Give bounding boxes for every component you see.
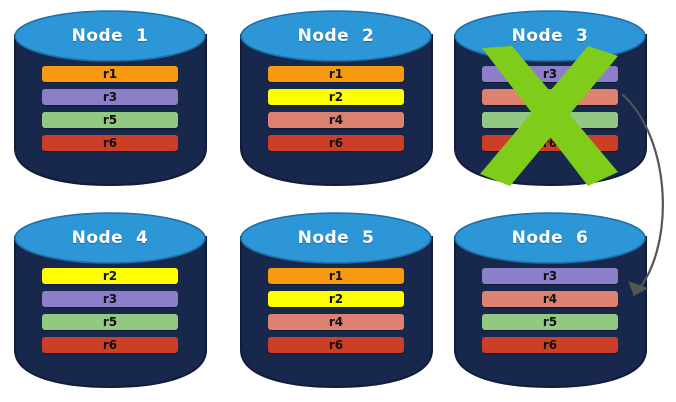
replica-label: r2 [328,292,344,306]
replica-label: r6 [328,338,344,352]
replica-stripe[interactable]: r2 [42,268,178,284]
replica-label: r6 [102,136,118,150]
replica-stripe-list: r2 r3 r5 r6 [12,268,208,360]
replica-label: r1 [328,269,344,283]
replica-stripe-list: r1 r2 r4 r6 [238,66,434,158]
replica-label: r3 [102,90,118,104]
replica-stripe-list: r1 r2 r4 r6 [238,268,434,360]
cylinder-top-ellipse [240,10,432,62]
replica-stripe[interactable]: r6 [482,135,618,151]
replica-stripe[interactable]: r5 [42,112,178,128]
replica-stripe-list: r3 r4 r5 r6 [452,268,648,360]
replica-stripe[interactable]: r4 [482,89,618,105]
cylinder-top-ellipse [454,212,646,264]
replica-stripe[interactable]: r6 [42,135,178,151]
replica-stripe[interactable]: r4 [268,112,404,128]
replica-stripe[interactable]: r3 [42,89,178,105]
replica-stripe[interactable]: r3 [482,268,618,284]
cylinder-top-ellipse [14,212,206,264]
replica-stripe[interactable]: r4 [268,314,404,330]
replica-label: r3 [542,67,558,81]
replica-stripe[interactable]: r1 [268,66,404,82]
replica-label: r1 [328,67,344,81]
replica-stripe[interactable]: r6 [268,135,404,151]
replica-label: r5 [102,315,118,329]
replica-label: r4 [542,90,558,104]
replica-label: r5 [542,113,558,127]
replica-label: r6 [542,338,558,352]
replica-stripe[interactable]: r6 [268,337,404,353]
replica-label: r6 [102,338,118,352]
replica-stripe[interactable]: r2 [268,89,404,105]
replica-label: r3 [542,269,558,283]
replica-stripe[interactable]: r3 [42,291,178,307]
replica-label: r4 [542,292,558,306]
replica-stripe-list: r3 r4 r5 r6 [452,66,648,158]
replica-label: r5 [542,315,558,329]
replica-stripe[interactable]: r4 [482,291,618,307]
replica-stripe[interactable]: r5 [482,112,618,128]
replica-label: r5 [102,113,118,127]
replica-label: r2 [328,90,344,104]
replica-stripe[interactable]: r2 [268,291,404,307]
cylinder-top-ellipse [14,10,206,62]
replica-stripe[interactable]: r5 [482,314,618,330]
replica-stripe[interactable]: r6 [482,337,618,353]
replica-stripe[interactable]: r1 [42,66,178,82]
replica-stripe[interactable]: r1 [268,268,404,284]
replica-stripe[interactable]: r6 [42,337,178,353]
replica-label: r3 [102,292,118,306]
replica-label: r4 [328,113,344,127]
replica-stripe[interactable]: r5 [42,314,178,330]
replica-label: r2 [102,269,118,283]
replica-stripe-list: r1 r3 r5 r6 [12,66,208,158]
replica-label: r1 [102,67,118,81]
replica-label: r4 [328,315,344,329]
replica-stripe[interactable]: r3 [482,66,618,82]
cylinder-top-ellipse [454,10,646,62]
replica-label: r6 [542,136,558,150]
replica-label: r6 [328,136,344,150]
cylinder-top-ellipse [240,212,432,264]
